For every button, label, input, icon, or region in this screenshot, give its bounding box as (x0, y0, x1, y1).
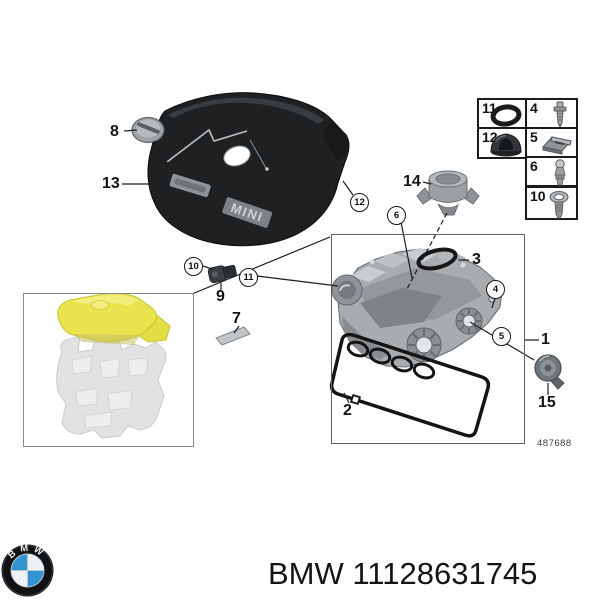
callout-circled-11: 11 (239, 268, 258, 287)
callout-circled-5: 5 (492, 327, 511, 346)
sensor-part (207, 264, 237, 284)
flange-screw-icon (549, 191, 569, 219)
callout-14: 14 (403, 173, 421, 190)
clip-icon (542, 136, 572, 155)
callout-circled-6: 6 (387, 206, 406, 225)
callout-circled-4: 4 (486, 280, 505, 299)
ribbed-port-small (455, 307, 483, 335)
grommet-icon (490, 133, 522, 157)
main-diagram-frame (331, 234, 525, 444)
callout-15: 15 (538, 394, 556, 411)
table-cell-4: 4 (525, 98, 578, 129)
ribbed-port-large (406, 327, 442, 363)
table-cell-10: 10 (525, 186, 578, 220)
table-cell-6: 6 (525, 156, 578, 187)
callout-13: 13 (102, 175, 120, 192)
ball-stud-icon (554, 159, 566, 186)
twinpower-badge (169, 173, 211, 198)
table-cell-12: 12 (477, 127, 527, 159)
bolt-icon (553, 101, 567, 129)
breather-cap-part (416, 170, 480, 216)
callout-9: 9 (216, 288, 225, 305)
o-ring-icon (490, 104, 522, 127)
hardware-parts-table: 11 12 4 (477, 98, 578, 222)
callout-1: 1 (541, 331, 550, 348)
gasket-part (329, 332, 491, 438)
table-cell-11: 11 (477, 98, 527, 129)
leader-lines (122, 129, 549, 404)
callout-circled-12: 12 (350, 193, 369, 212)
engine-cover-part: MINI (147, 92, 350, 247)
inset-engine-thumbnail (56, 293, 171, 439)
table-cell-5: 5 (525, 127, 578, 158)
callout-3: 3 (472, 251, 481, 268)
bmw-roundel-logo: BMW (1, 544, 54, 597)
o-ring-part (416, 247, 458, 271)
strip-part (215, 326, 251, 346)
callout-7: 7 (232, 310, 241, 327)
callout-8: 8 (110, 123, 119, 140)
drawing-number: 487688 (537, 438, 572, 449)
oil-cap-part (131, 116, 165, 144)
inset-thumbnail-frame (23, 293, 194, 447)
callout-2: 2 (343, 402, 352, 419)
footer-part-number: BMW 11128631745 (268, 556, 538, 591)
callout-circled-10: 10 (184, 257, 203, 276)
end-cap-part (534, 354, 565, 390)
